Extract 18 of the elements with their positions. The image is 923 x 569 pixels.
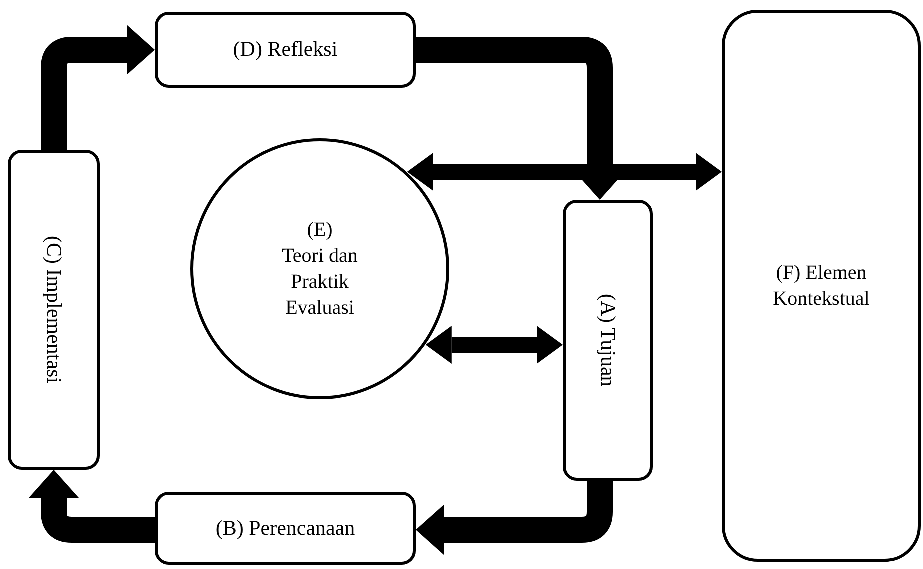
process-box	[155, 492, 416, 565]
node-label: (D) Refleksi	[232, 36, 339, 64]
node-label: (F) Elemen Kontekstual	[772, 261, 871, 312]
process-box	[722, 10, 921, 562]
node-label: (E)	[306, 218, 334, 243]
arrow	[41, 25, 155, 150]
arrow	[29, 470, 155, 543]
arrow	[426, 326, 563, 364]
node-label: (C) Implementasi	[42, 236, 68, 384]
node-label: (A) Tujuan	[596, 294, 622, 387]
process-box	[8, 150, 100, 470]
arrow	[407, 153, 722, 191]
process-box	[155, 12, 416, 88]
ellipse-node	[190, 138, 450, 400]
node-label: (B) Perencanaan	[214, 514, 356, 542]
node-label: Teori dan Praktik Evaluasi	[281, 244, 359, 321]
process-box	[563, 200, 653, 481]
arrow	[416, 481, 613, 555]
